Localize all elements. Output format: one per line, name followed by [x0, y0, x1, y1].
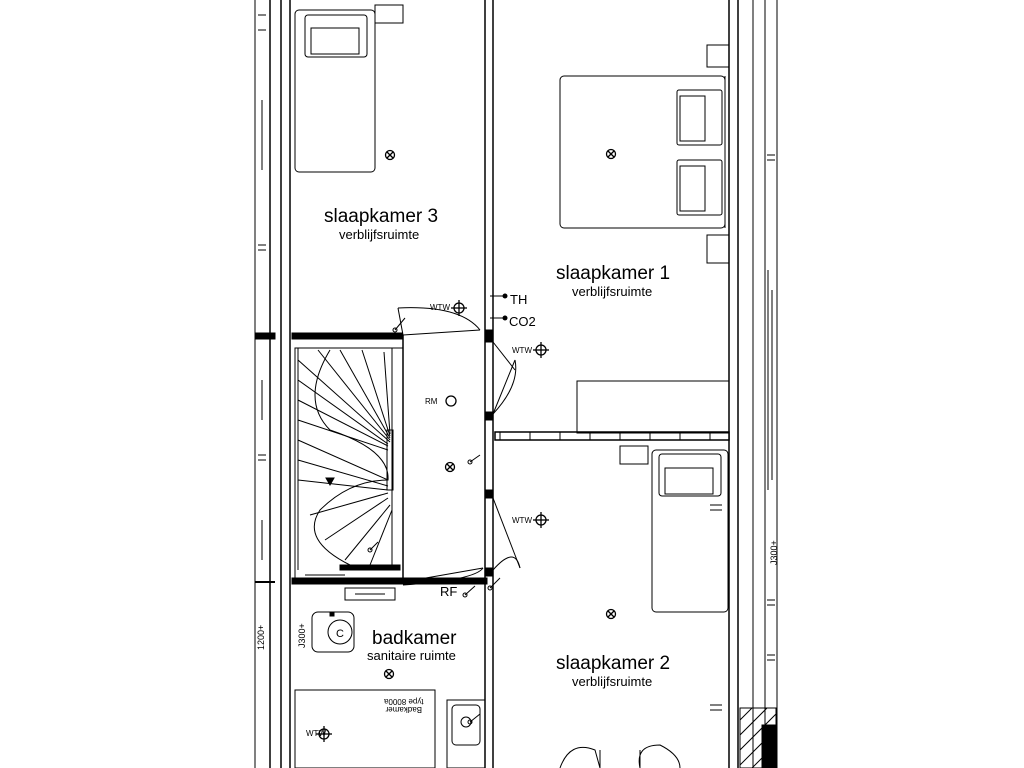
smoke-detector-label: RM [425, 397, 438, 406]
smoke-detector-icon [445, 395, 457, 407]
wtw-vent-icon [533, 342, 549, 358]
co2-label: CO2 [509, 314, 536, 329]
room-name-slaapkamer-2: slaapkamer 2 [556, 653, 671, 674]
dimension-label: 1200+ [256, 624, 266, 650]
fixture-note-line-2: type 8000a [384, 697, 424, 706]
dimension-label: J300+ [769, 540, 779, 565]
ceiling-light-icon [444, 461, 456, 473]
wtw-label: WTW [306, 729, 326, 738]
room-name-badkamer: badkamer [372, 628, 457, 649]
wtw-label: WTW [512, 516, 532, 525]
thermostat-label: TH [510, 292, 528, 307]
fixture-note-line-1: Badkamer [385, 705, 423, 714]
ceiling-light-icon [383, 668, 395, 680]
room-type-slaapkamer-3: verblijfsruimte [339, 227, 420, 242]
svg-text:C: C [336, 628, 344, 640]
room-type-badkamer: sanitaire ruimte [367, 648, 456, 663]
wtw-label: WTW [512, 346, 532, 355]
dimension-label: J300+ [297, 623, 307, 648]
room-name-slaapkamer-1: slaapkamer 1 [556, 263, 671, 284]
fixture-note: Badkamer type 8000a [384, 697, 424, 714]
wtw-vent-icon [533, 512, 549, 528]
wtw-label: WTW [430, 303, 450, 312]
room-type-slaapkamer-1: verblijfsruimte [572, 284, 653, 299]
ceiling-light-icon [605, 148, 617, 160]
wtw-vent-icon [316, 726, 332, 742]
room-type-slaapkamer-2: verblijfsruimte [572, 674, 653, 689]
ceiling-light-icon [384, 149, 396, 161]
ceiling-light-icon [605, 608, 617, 620]
room-name-slaapkamer-3: slaapkamer 3 [324, 206, 439, 227]
wtw-vent-icon [451, 300, 467, 316]
rf-label: RF [440, 584, 458, 599]
